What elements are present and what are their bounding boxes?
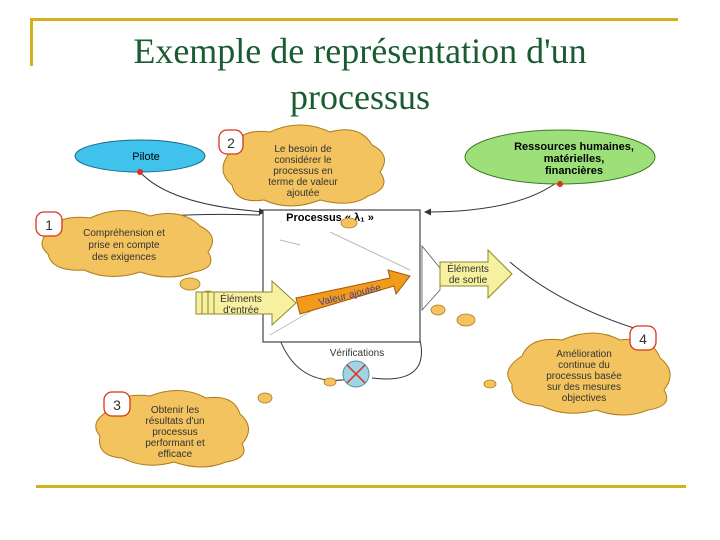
cloud-1-line-3: des exigences [92, 252, 156, 263]
ressources-dot [557, 181, 563, 187]
cloud-2-line-4: terme de valeur [268, 177, 338, 188]
ressources-line-1: Ressources humaines, [514, 141, 634, 153]
cloud-3-line-3: processus [152, 427, 198, 438]
cloud-2-number: 2 [227, 135, 235, 151]
title-line-1: Exemple de représentation d'un [133, 31, 587, 71]
verification-valve-icon [342, 360, 370, 388]
cloud-3-number: 3 [113, 397, 121, 413]
slide-title: Exemple de représentation d'un processus [40, 28, 680, 120]
cloud-2-badge [218, 129, 244, 155]
process-blob [340, 217, 358, 229]
cloud-3-line-5: efficace [158, 449, 193, 460]
entry-line-2: d'entrée [223, 305, 259, 316]
cloud-4-line-1: Amélioration [556, 349, 612, 360]
cloud-1-line-2: prise en compte [88, 240, 160, 251]
cloud-1: Compréhension et prise en compte des exi… [41, 210, 213, 278]
cloud-3-line-4: performant et [145, 438, 205, 449]
cloud-3: Obtenir les résultats d'un processus per… [95, 390, 249, 468]
exit-arrow: Éléments de sortie [421, 244, 513, 312]
left-rule [30, 18, 33, 66]
cloud-4-badge [629, 325, 657, 351]
cloud-1-badge [35, 211, 63, 237]
cloud-4-line-4: sur des mesures [547, 382, 621, 393]
ressources-line-3: financières [545, 165, 603, 177]
cloud-4-line-3: processus basée [546, 371, 622, 382]
top-rule [30, 18, 678, 21]
bottom-rule [36, 485, 686, 488]
entry-arrow: Éléments d'entrée [195, 279, 297, 327]
cloud-2-line-5: ajoutée [287, 188, 320, 199]
entry-line-1: Éléments [220, 292, 262, 305]
pilote-dot [137, 169, 143, 175]
pilote-label: Pilote [132, 151, 160, 163]
exit-line-1: Éléments [447, 262, 489, 275]
cloud-3-badge [103, 391, 131, 417]
verifications-label: Vérifications [330, 348, 384, 359]
cloud-2-line-2: considérer le [274, 155, 332, 166]
cloud-2-line-3: processus en [273, 166, 332, 177]
cloud-1-number: 1 [45, 217, 53, 233]
process-box-title: Processus « λ₁ » [286, 212, 374, 224]
cloud-4-line-5: objectives [562, 393, 606, 404]
cloud-1-line-1: Compréhension et [83, 228, 165, 239]
cloud-4: Amélioration continue du processus basée… [507, 332, 671, 416]
cloud-3-line-2: résultats d'un [145, 416, 204, 427]
cloud-2-line-1: Le besoin de [274, 144, 332, 155]
cloud-4-line-2: continue du [558, 360, 610, 371]
ressources-line-2: matérielles, [544, 153, 605, 165]
cloud-3-line-1: Obtenir les [151, 405, 199, 416]
exit-line-2: de sortie [449, 275, 488, 286]
title-line-2: processus [290, 77, 430, 117]
cloud-4-number: 4 [639, 331, 647, 347]
cloud-2: Le besoin de considérer le processus en … [222, 124, 385, 207]
